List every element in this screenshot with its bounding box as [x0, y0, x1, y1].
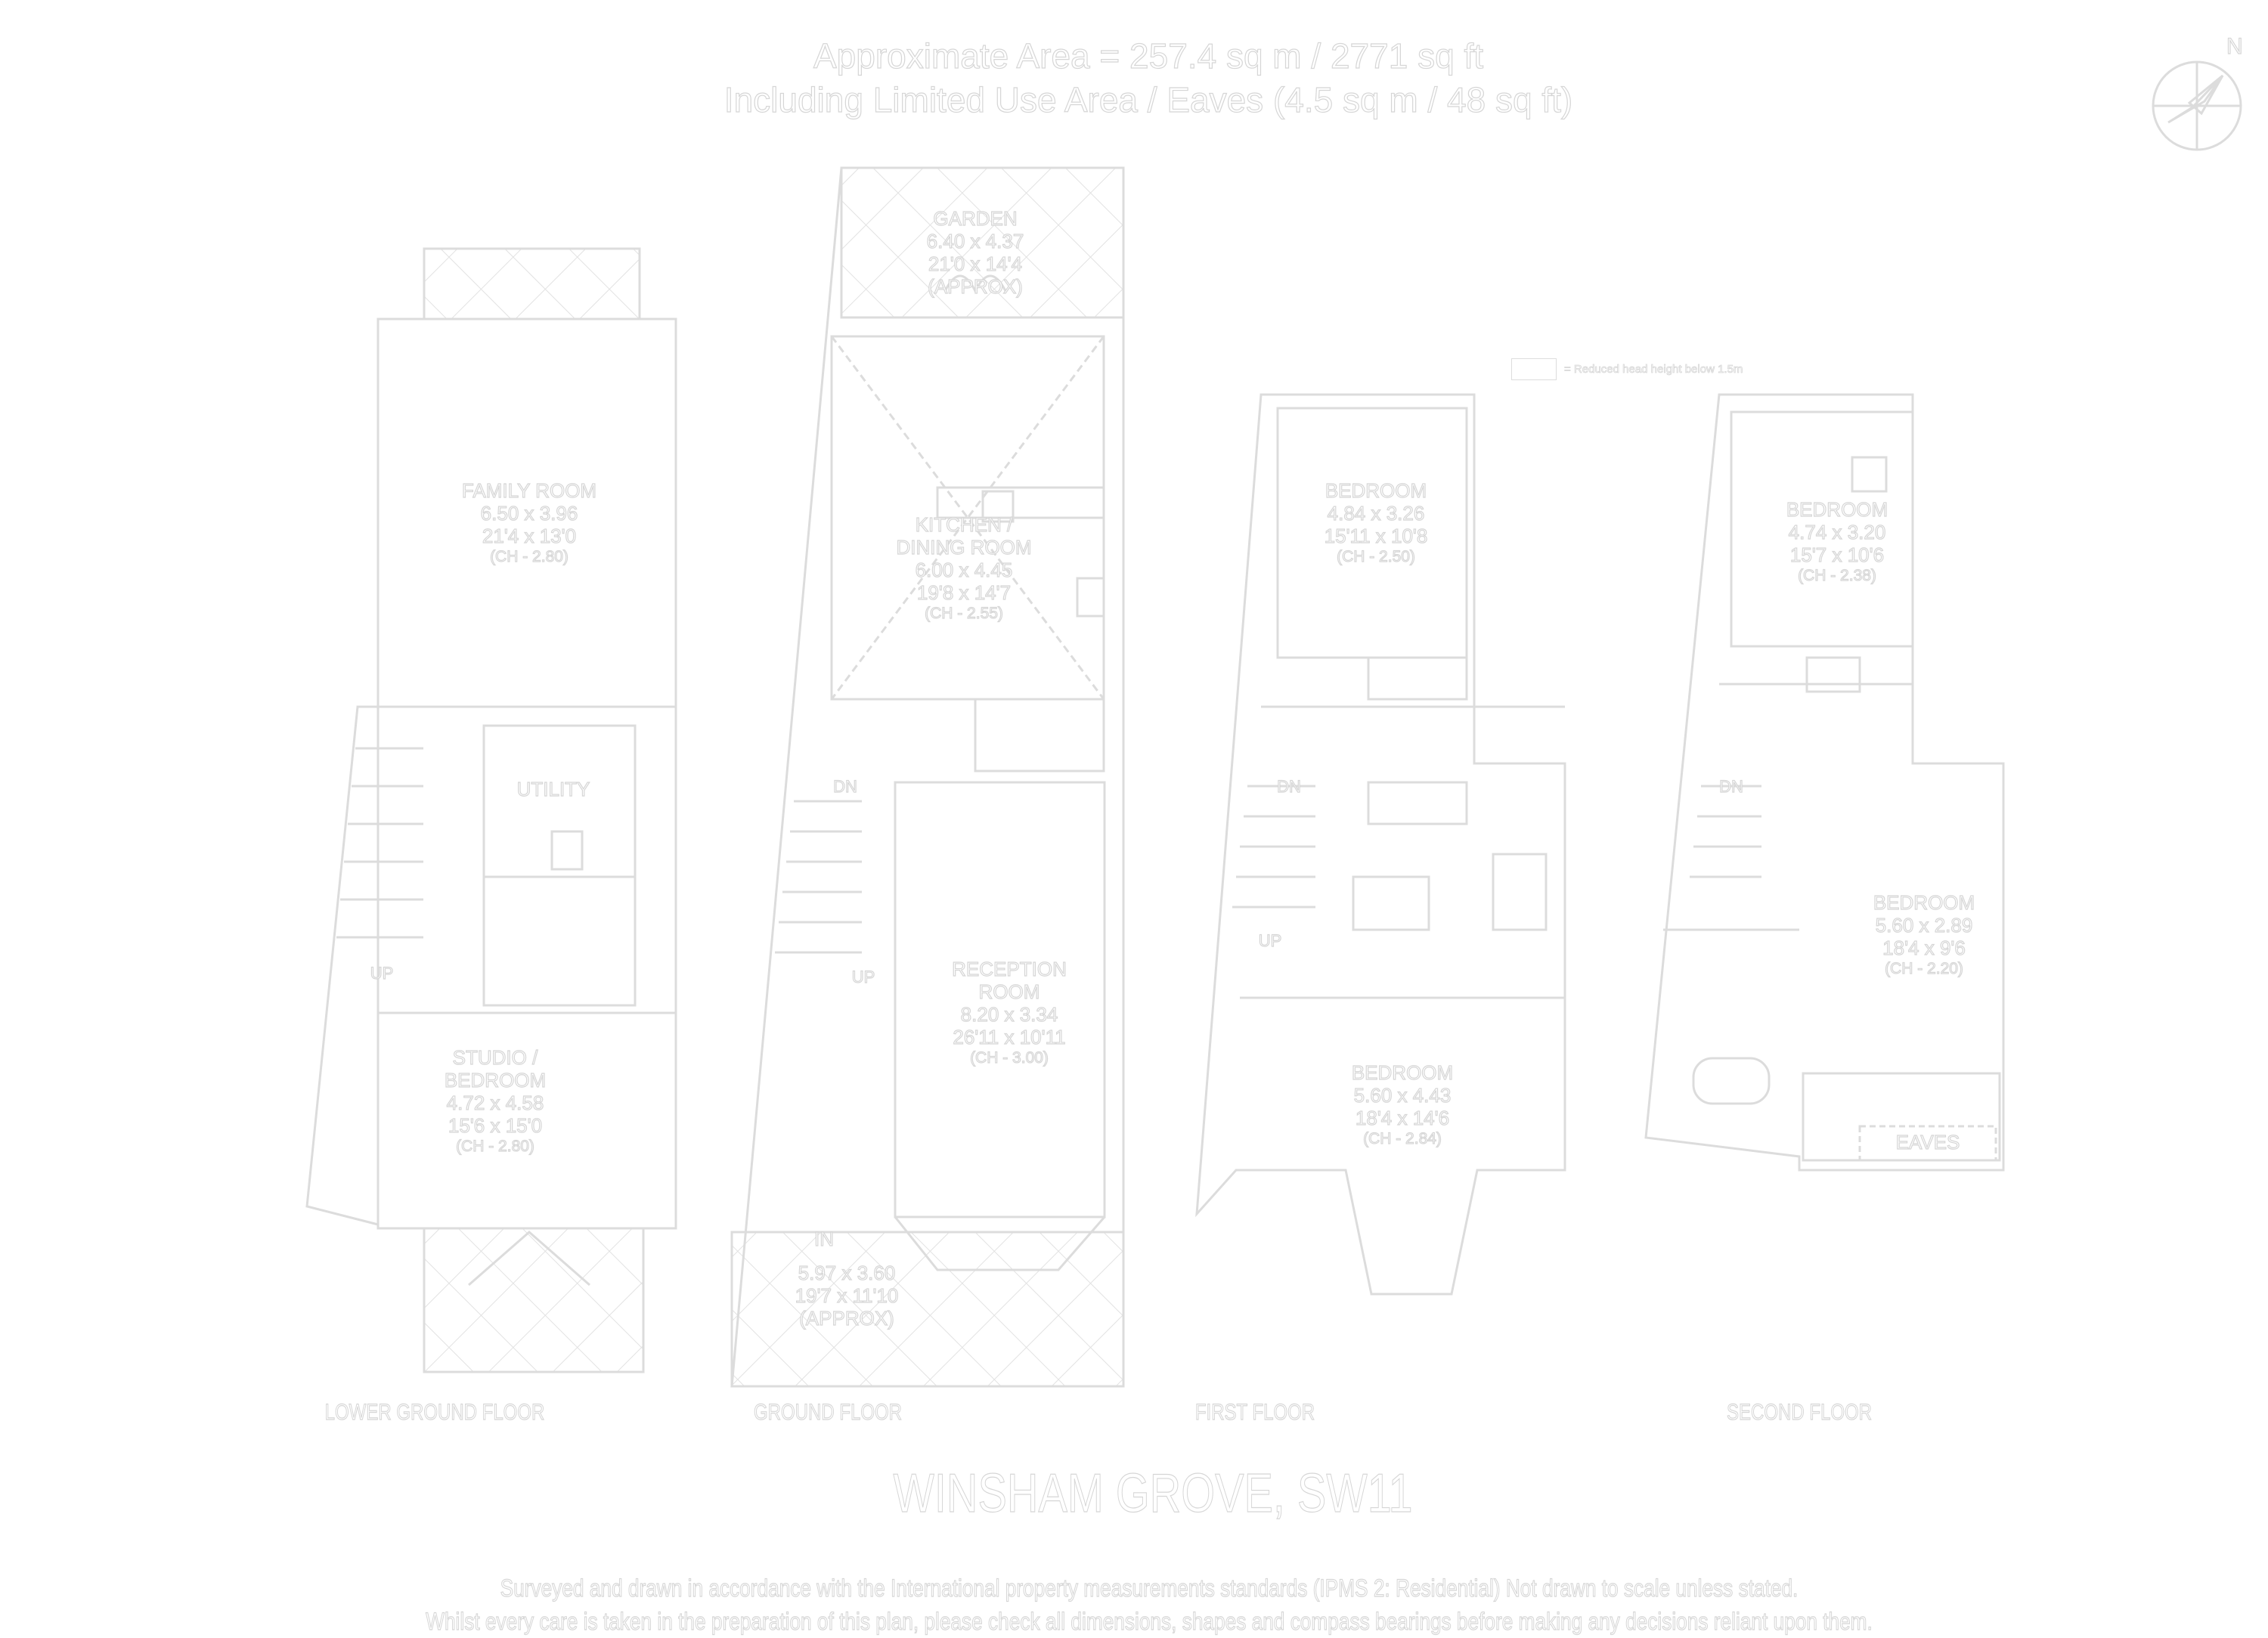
room-name: DINING ROOM	[896, 535, 1032, 559]
room-label-garden: GARDEN 6.40 x 4.37 21'0 x 14'4 (APPROX)	[926, 207, 1024, 299]
room-imperial: 26'11 x 10'11	[953, 1025, 1066, 1048]
room-name: RECEPTION	[952, 958, 1067, 981]
room-ceiling-height: (CH - 2.38)	[1797, 566, 1876, 584]
room-name: ROOM	[978, 980, 1040, 1003]
floor-label-second: SECOND FLOOR	[1726, 1399, 1873, 1425]
room-metric: 4.74 x 3.20	[1788, 520, 1886, 543]
room-name: BEDROOM	[444, 1068, 547, 1091]
room-imperial: 19'8 x 14'7	[916, 581, 1012, 604]
room-name: BEDROOM	[1325, 479, 1427, 503]
footer-survey-note: Surveyed and drawn in accordance with th…	[500, 1574, 1799, 1602]
compass-rose-icon	[2152, 60, 2242, 151]
stair-up-label: UP	[1258, 930, 1282, 950]
room-label-second-floor-bedroom-2: BEDROOM 5.60 x 2.89 18'4 x 9'6 (CH - 2.2…	[1873, 891, 1975, 978]
lower-ground-floor-plan	[305, 247, 677, 1373]
stair-down-label: DN	[833, 776, 858, 796]
room-name: FAMILY ROOM	[461, 479, 597, 503]
room-imperial: 15'6 x 15'0	[448, 1113, 543, 1137]
room-name: BEDROOM	[1351, 1061, 1454, 1085]
room-metric: 6.00 x 4.45	[915, 558, 1013, 581]
room-label-studio-bedroom: STUDIO / BEDROOM 4.72 x 4.58 15'6 x 15'0…	[444, 1046, 547, 1156]
room-imperial: 19'7 x 11'10	[795, 1283, 899, 1307]
room-ceiling-height: (CH - 2.50)	[1336, 547, 1415, 565]
floor-label-lower-ground: LOWER GROUND FLOOR	[324, 1399, 545, 1425]
ground-floor-plan	[730, 166, 1125, 1388]
room-ceiling-height: (CH - 2.20)	[1884, 959, 1963, 977]
room-ceiling-height: (CH - 3.00)	[969, 1048, 1049, 1067]
room-metric: 5.97 x 3.60	[798, 1262, 896, 1285]
room-imperial: 21'0 x 14'4	[928, 252, 1023, 275]
room-name: GARDEN	[933, 207, 1018, 231]
room-name: BEDROOM	[1786, 498, 1888, 522]
room-metric: 6.50 x 3.96	[480, 501, 578, 525]
room-metric: 8.20 x 3.34	[960, 1002, 1058, 1026]
room-label-utility: UTILITY	[516, 778, 590, 801]
compass-north-label: N	[2226, 33, 2243, 59]
room-label-family-room: FAMILY ROOM 6.50 x 3.96 21'4 x 13'0 (CH …	[461, 479, 597, 566]
room-metric: 6.40 x 4.37	[926, 229, 1024, 252]
room-label-reception: RECEPTION ROOM 8.20 x 3.34 26'11 x 10'11…	[952, 958, 1067, 1067]
room-ceiling-height: (CH - 2.55)	[924, 604, 1003, 622]
stair-down-label: DN	[1277, 776, 1302, 796]
second-floor-plan	[1644, 393, 2005, 1172]
room-imperial: 18'4 x 14'6	[1355, 1106, 1450, 1129]
room-note: (APPROX)	[799, 1306, 895, 1330]
room-label-kitchen-dining: KITCHEN / DINING ROOM 6.00 x 4.45 19'8 x…	[896, 513, 1032, 623]
footer-disclaimer: Whilst every care is taken in the prepar…	[426, 1607, 1873, 1635]
floor-label-first: FIRST FLOOR	[1194, 1399, 1315, 1425]
limited-use-area-text: Including Limited Use Area / Eaves (4.5 …	[723, 79, 1573, 119]
room-metric: 5.60 x 2.89	[1875, 913, 1973, 937]
room-imperial: 18'4 x 9'6	[1882, 936, 1966, 959]
room-imperial: 21'4 x 13'0	[482, 524, 577, 547]
legend-swatch	[1511, 358, 1557, 380]
legend: = Reduced head height below 1.5m	[1511, 358, 1743, 380]
room-label-first-floor-bedroom-1: BEDROOM 4.84 x 3.26 15'11 x 10'8 (CH - 2…	[1324, 479, 1428, 566]
property-address: WINSHAM GROVE, SW11	[893, 1463, 1413, 1524]
first-floor-plan	[1195, 393, 1566, 1296]
entrance-in-label: IN	[813, 1228, 834, 1251]
room-ceiling-height: (CH - 2.80)	[489, 547, 569, 565]
room-name: STUDIO /	[452, 1046, 538, 1070]
room-name: BEDROOM	[1873, 891, 1975, 915]
stair-up-label: UP	[370, 963, 394, 983]
room-metric: 4.84 x 3.26	[1327, 501, 1425, 525]
room-label-front-garden: 5.97 x 3.60 19'7 x 11'10 (APPROX)	[795, 1262, 899, 1330]
stair-down-label: DN	[1719, 776, 1744, 796]
room-name: KITCHEN /	[915, 513, 1013, 537]
stair-up-label: UP	[851, 967, 875, 986]
room-label-first-floor-bedroom-2: BEDROOM 5.60 x 4.43 18'4 x 14'6 (CH - 2.…	[1351, 1061, 1454, 1148]
room-name: UTILITY	[516, 778, 590, 801]
room-ceiling-height: (CH - 2.80)	[455, 1137, 534, 1155]
room-label-second-floor-bedroom-1: BEDROOM 4.74 x 3.20 15'7 x 10'6 (CH - 2.…	[1786, 498, 1888, 585]
room-imperial: 15'11 x 10'8	[1324, 524, 1428, 547]
room-ceiling-height: (CH - 2.84)	[1362, 1129, 1442, 1147]
room-metric: 4.72 x 4.58	[446, 1091, 544, 1114]
room-label-eaves: EAVES	[1895, 1131, 1960, 1154]
room-imperial: 15'7 x 10'6	[1789, 543, 1885, 566]
room-note: (APPROX)	[928, 274, 1024, 298]
room-metric: 5.60 x 4.43	[1353, 1083, 1452, 1107]
approximate-area-text: Approximate Area = 257.4 sq m / 2771 sq …	[813, 36, 1484, 76]
floor-label-ground: GROUND FLOOR	[753, 1399, 903, 1425]
legend-text: = Reduced head height below 1.5m	[1564, 363, 1743, 376]
